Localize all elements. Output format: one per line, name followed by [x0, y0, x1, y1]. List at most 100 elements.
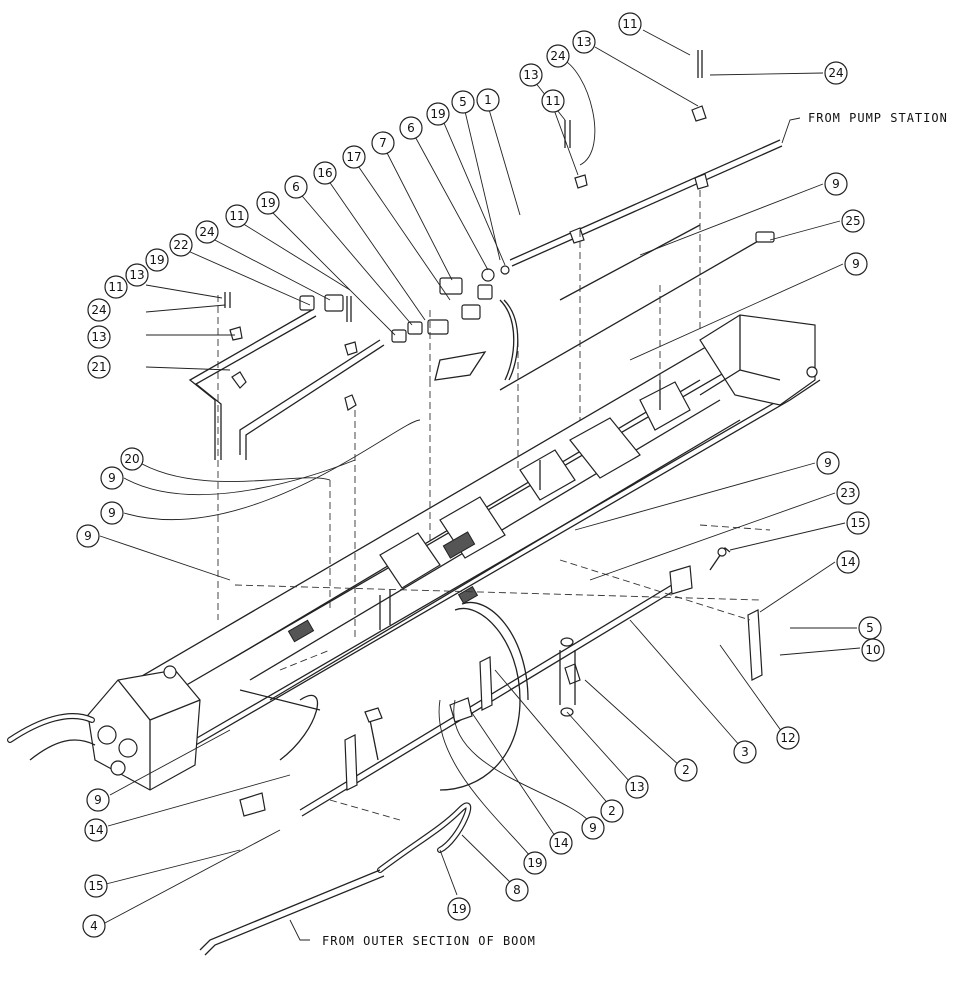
svg-text:24: 24	[550, 49, 565, 63]
callout: 13	[572, 30, 596, 54]
svg-text:13: 13	[576, 35, 591, 49]
svg-text:4: 4	[90, 919, 98, 933]
callout: 9	[86, 788, 110, 812]
svg-text:21: 21	[91, 360, 106, 374]
callout: 9	[824, 172, 848, 196]
callout: 19	[256, 191, 280, 215]
svg-text:6: 6	[407, 121, 415, 135]
svg-text:1: 1	[484, 93, 492, 107]
callout: 4	[82, 914, 106, 938]
callout: 9	[76, 524, 100, 548]
callout: 15	[846, 511, 870, 535]
callout: 14	[836, 550, 860, 574]
svg-text:8: 8	[513, 883, 521, 897]
svg-text:13: 13	[129, 268, 144, 282]
svg-text:24: 24	[91, 303, 106, 317]
svg-text:14: 14	[840, 555, 855, 569]
callout: 14	[549, 831, 573, 855]
svg-text:15: 15	[850, 516, 865, 530]
svg-text:23: 23	[840, 486, 855, 500]
svg-text:11: 11	[229, 209, 244, 223]
callout: 19	[145, 248, 169, 272]
svg-text:9: 9	[108, 506, 116, 520]
callout: 13	[125, 263, 149, 287]
svg-text:9: 9	[824, 456, 832, 470]
callout: 9	[100, 466, 124, 490]
svg-text:25: 25	[845, 214, 860, 228]
svg-text:9: 9	[94, 793, 102, 807]
callout: 24	[87, 298, 111, 322]
callout: 1	[476, 88, 500, 112]
callout: 13	[519, 63, 543, 87]
callout: 16	[313, 161, 337, 185]
callout: 24	[824, 61, 848, 85]
callout: 11	[225, 204, 249, 228]
callout: 2	[674, 758, 698, 782]
svg-text:5: 5	[866, 621, 874, 635]
callout: 11	[104, 275, 128, 299]
svg-text:9: 9	[84, 529, 92, 543]
callout: 12	[776, 726, 800, 750]
svg-text:11: 11	[108, 280, 123, 294]
lower-supply-line	[199, 547, 763, 956]
svg-text:14: 14	[88, 823, 103, 837]
callout: 7	[371, 131, 395, 155]
svg-text:13: 13	[523, 68, 538, 82]
svg-text:16: 16	[317, 166, 332, 180]
svg-text:15: 15	[88, 879, 103, 893]
svg-text:24: 24	[199, 225, 214, 239]
callout: 21	[87, 355, 111, 379]
svg-text:11: 11	[545, 94, 560, 108]
svg-text:17: 17	[346, 150, 361, 164]
callout: 13	[625, 775, 649, 799]
svg-text:22: 22	[173, 238, 188, 252]
callout: 11	[541, 89, 565, 113]
svg-text:3: 3	[741, 745, 749, 759]
svg-text:13: 13	[629, 780, 644, 794]
svg-text:7: 7	[379, 136, 387, 150]
callout: 22	[169, 233, 193, 257]
callout: 5	[451, 90, 475, 114]
callout: 13	[87, 325, 111, 349]
callout: 8	[505, 878, 529, 902]
svg-text:14: 14	[553, 836, 568, 850]
svg-text:2: 2	[682, 763, 690, 777]
svg-text:9: 9	[852, 257, 860, 271]
svg-text:6: 6	[292, 180, 300, 194]
center-section-manifold	[7, 665, 201, 791]
callout: 15	[84, 874, 108, 898]
svg-text:9: 9	[589, 821, 597, 835]
svg-text:19: 19	[527, 856, 542, 870]
svg-text:20: 20	[124, 452, 139, 466]
svg-text:19: 19	[149, 253, 164, 267]
svg-text:11: 11	[622, 17, 637, 31]
callout: 24	[195, 220, 219, 244]
callout: 17	[342, 145, 366, 169]
svg-text:9: 9	[832, 177, 840, 191]
svg-text:10: 10	[865, 643, 880, 657]
svg-text:5: 5	[459, 95, 467, 109]
callout: 19	[523, 851, 547, 875]
boom-frame	[117, 314, 821, 761]
callout: 9	[581, 816, 605, 840]
note-from-pump-station: FROM PUMP STATION	[808, 111, 948, 125]
alignment-lines	[217, 190, 771, 821]
callout: 6	[284, 175, 308, 199]
callout: 9	[100, 501, 124, 525]
callout: 5	[858, 616, 882, 640]
callout: 19	[426, 102, 450, 126]
callout: 3	[733, 740, 757, 764]
callout: 19	[447, 897, 471, 921]
svg-text:2: 2	[608, 804, 616, 818]
callout: 9	[844, 252, 868, 276]
svg-text:19: 19	[451, 902, 466, 916]
callout: 11	[618, 12, 642, 36]
note-from-outer-section: FROM OUTER SECTION OF BOOM	[322, 934, 536, 948]
svg-text:24: 24	[828, 66, 843, 80]
svg-text:9: 9	[108, 471, 116, 485]
upper-supply-line	[188, 50, 801, 460]
leader-lines	[99, 29, 861, 925]
svg-text:19: 19	[260, 196, 275, 210]
callout: 10	[861, 638, 885, 662]
